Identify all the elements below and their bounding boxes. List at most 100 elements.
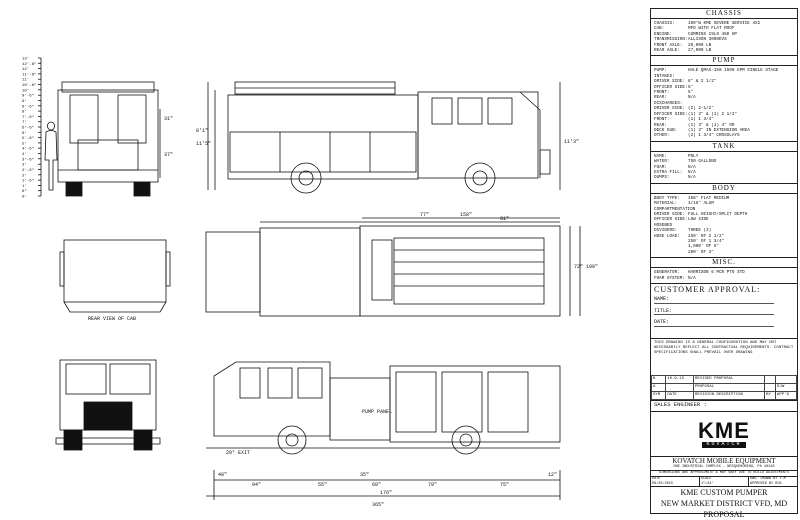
title-block: KME CUSTOM PUMPER NEW MARKET DISTRICT VF…: [651, 486, 797, 520]
body-row-key: MATERIAL:: [654, 201, 678, 207]
tank-row-key: FOAM:: [654, 164, 667, 170]
chassis-row: TRANSMISSION:ALLISON 3000EVS: [654, 37, 794, 42]
dim-bottom-10: 365": [372, 502, 384, 508]
scale-label: 1'-6": [22, 179, 34, 184]
pump-row: FRONT:(1) 1 3/4": [654, 117, 794, 122]
pump-row-key: PUMP:: [654, 68, 667, 74]
body-row: 200' OF 3": [654, 250, 794, 255]
scale-label: 1': [22, 184, 27, 189]
approval-date: DATE:: [654, 319, 774, 327]
pump-row-value: (1) 3" & (1) 4" OR: [688, 122, 735, 128]
dim-bottom-8: 12": [548, 472, 557, 478]
pump-row-value: N/A: [688, 95, 696, 101]
company-name: KOVATCH MOBILE EQUIPMENT: [651, 456, 797, 465]
chassis-title: CHASSIS: [651, 9, 797, 19]
dim-bottom-4: 35": [360, 472, 369, 478]
title-line3: PROPOSAL: [703, 510, 745, 520]
pump-row-value: 6": [688, 84, 694, 90]
revision-cell: B: [650, 375, 667, 385]
scale-label: 7'-6": [22, 115, 34, 120]
title-line2: NEW MARKET DISTRICT VFD, MD: [660, 499, 788, 509]
tank-row-key: EXTRA FILL:: [654, 169, 683, 175]
revision-cell: [764, 375, 777, 385]
scale-label: 10'-6": [22, 83, 36, 88]
pump-row-key: REAR:: [654, 122, 667, 128]
revision-cell: [775, 375, 797, 385]
pump-row: FRONT:5": [654, 90, 794, 95]
tank-row: FOAM: N/A: [654, 165, 794, 170]
dim-bottom-9: 176": [380, 490, 392, 496]
body-row-key: COMPARTMENTATION: [654, 206, 696, 212]
pump-row-key: DECK GUN:: [654, 127, 678, 133]
pump-row: REAR: (1) 3" & (1) 4" OR: [654, 123, 794, 128]
dim-rear-upper: 31": [164, 116, 173, 122]
body-row: HOSEBED: [654, 223, 794, 228]
dim-top-158: 158": [460, 212, 472, 218]
revision-cell: DATE: [665, 391, 694, 401]
body-row: COMPARTMENTATION: [654, 207, 794, 212]
pump-row-value: (1) 3" IN EXTENSION AREA: [688, 127, 750, 133]
side-view-lower: [206, 361, 561, 455]
dim-bottom-2: 94": [252, 482, 261, 488]
pump-row: DRIVER SIDE:(2) 2-1/2": [654, 106, 794, 111]
dim-side-overall: 11'5": [196, 141, 211, 147]
pump-row-value: 6" & 2 1/2": [688, 79, 717, 85]
chassis-row-key: REAR AXLE:: [654, 48, 680, 54]
misc-row: GENERATOR:HARRISON 6 MCR PTO STD: [654, 270, 794, 275]
tank-row-value: POLY: [688, 153, 699, 159]
chassis-row: ENGINE:CUMMINS ISL9 450 HP: [654, 32, 794, 37]
scale-label: 10': [22, 88, 29, 93]
approval-title-field: TITLE:: [654, 308, 774, 316]
misc-row: FOAM SYSTEM:N/A: [654, 276, 794, 281]
chassis-row-value: 27,000 LB: [688, 48, 712, 54]
person-figure: [44, 121, 58, 191]
chassis-row: CHASSIS:100"W KME SEVERE SERVICE 4X2: [654, 21, 794, 26]
pump-row-key: OTHER:: [654, 133, 670, 139]
tank-row: WATER:750 GALLONS: [654, 159, 794, 164]
chassis-row-value: 20,000 LB: [688, 42, 712, 48]
dim-rear-lower: 37": [164, 152, 173, 158]
body-row: DRIVER SIDE:FULL HEIGHT/SPLIT DEPTH: [654, 212, 794, 217]
pump-row-key: DRIVER SIDE:: [654, 106, 685, 112]
height-scale: 13'12'-6"12'11'-6"11'10'-6"10'9'-6"9'8'-…: [22, 57, 41, 200]
approval-title: CUSTOMER APPROVAL:: [654, 285, 761, 295]
tank-row-value: N/A: [688, 164, 696, 170]
dim-top-72: 72": [574, 264, 583, 270]
body-row-key: HOSEBED: [654, 222, 673, 228]
revision-cell: RJW: [775, 383, 797, 393]
scale-label: 11'-6": [22, 72, 36, 77]
body-row-value: LOW SIDE: [688, 217, 709, 223]
pump-row-key: OFFICER SIDE:: [654, 111, 688, 117]
body-row: 250' OF 1 3/4": [654, 239, 794, 244]
pump-row: PUMP: HALE QMAX-150 1500 GPM SINGLE STAGE: [654, 68, 794, 73]
pump-row-value: HALE QMAX-150 1500 GPM SINGLE STAGE: [688, 68, 779, 74]
pump-row-value: (1) 1 3/4": [688, 117, 714, 123]
rear-view: [57, 81, 161, 197]
body-row-key: DRIVER SIDE:: [654, 211, 685, 217]
dim-side-right: 11'3": [564, 139, 579, 145]
company-address: ONE INDUSTRIAL COMPLEX - NESQUEHONING, P…: [673, 465, 775, 470]
scale-label: 6": [22, 189, 27, 194]
title-line1: KME CUSTOM PUMPER: [680, 488, 768, 498]
pump-row-key: OFFICER SIDE:: [654, 84, 688, 90]
pump-row-key: REAR:: [654, 95, 667, 101]
tank-row: NAME:POLY: [654, 154, 794, 159]
body-row-key: HOSE LOAD:: [654, 233, 680, 239]
revision-cell: SYM: [650, 391, 667, 401]
scale-label: 12': [22, 67, 29, 72]
sales-engineer: SALES ENGINEER :: [651, 400, 797, 411]
revision-cell: PROPOSAL: [692, 383, 766, 393]
pump-row: OTHER:(2) 1 3/4" CROSSLAYS: [654, 133, 794, 138]
chassis-row: REAR AXLE: 27,000 LB: [654, 48, 794, 53]
front-view: [55, 359, 161, 451]
body-row: HOSE LOAD: 250' OF 2 1/2": [654, 234, 794, 239]
body-row-key: DIVIDERS:: [654, 228, 678, 234]
scale-label: 3': [22, 163, 27, 168]
body-row-value: 250' OF 2 1/2": [688, 233, 725, 239]
scale-label: 4'-6": [22, 147, 34, 152]
dim-bottom-5: 60": [372, 482, 381, 488]
misc-row-key: GENERATOR:: [654, 270, 680, 276]
